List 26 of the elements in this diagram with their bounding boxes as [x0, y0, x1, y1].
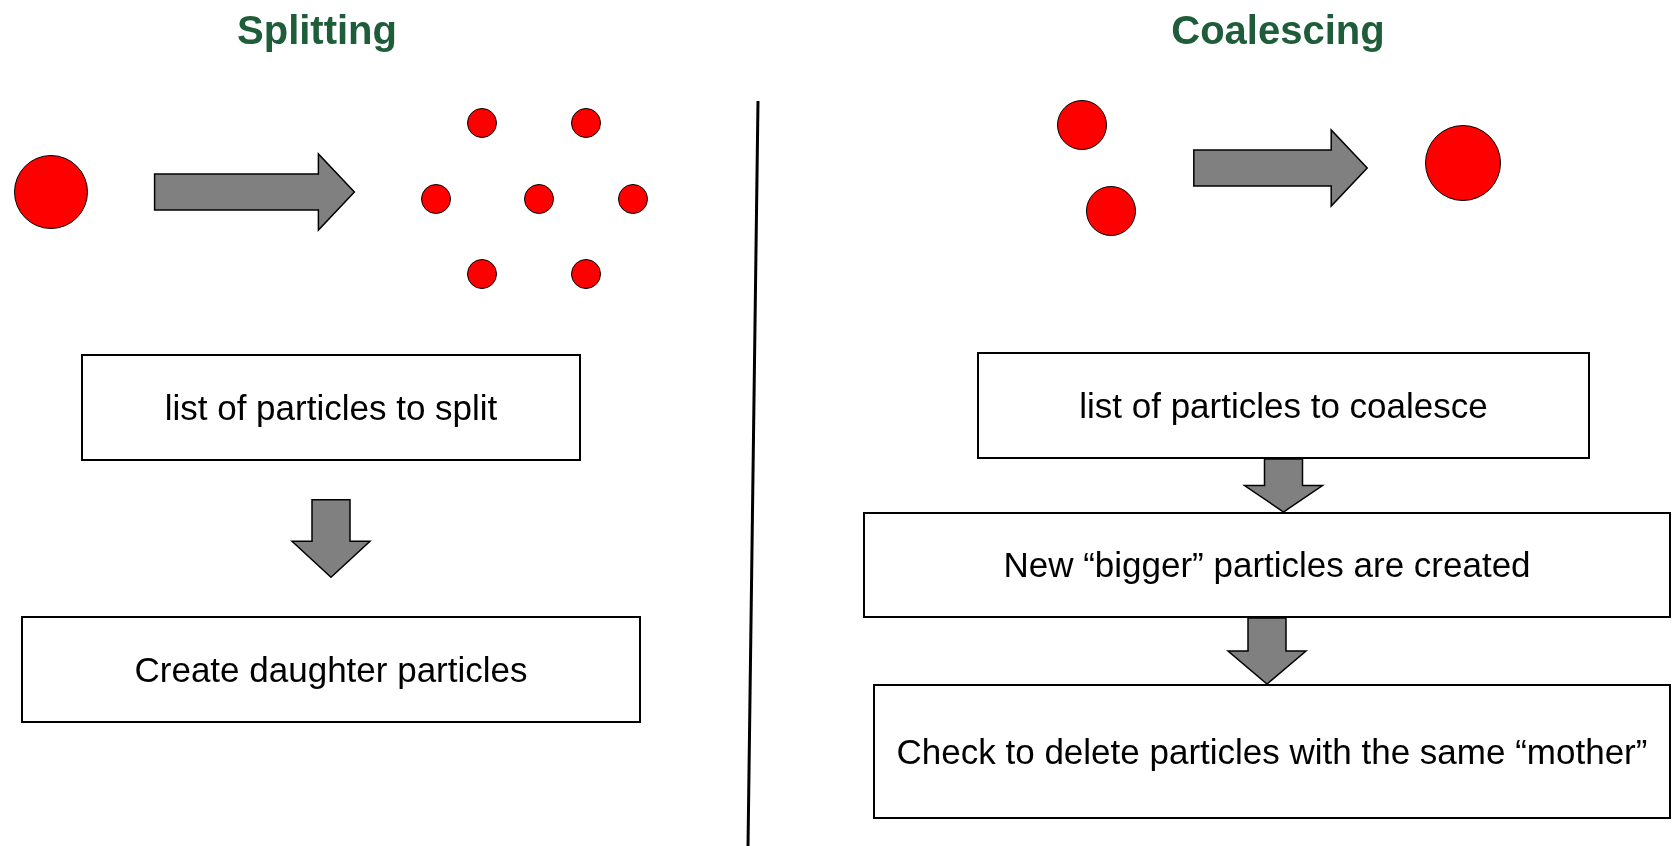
- block-arrow: [153, 152, 356, 232]
- particle-circle: [467, 108, 497, 138]
- section-title: Coalescing: [1171, 8, 1385, 53]
- box-text: New “bigger” particles are created: [1003, 544, 1531, 587]
- process-box: [977, 352, 1590, 459]
- box-text: Check to delete particles with the same “mother”: [896, 730, 1648, 773]
- block-arrow: [1193, 128, 1369, 208]
- process-box: [81, 354, 581, 461]
- block-arrow: [1225, 617, 1309, 685]
- particle-circle: [421, 184, 451, 214]
- particle-circle: [467, 259, 497, 289]
- section-title: Splitting: [237, 8, 397, 53]
- process-box: [863, 512, 1671, 618]
- particle-circle: [571, 259, 601, 289]
- particle-circle: [1086, 186, 1136, 236]
- particle-circle: [571, 108, 601, 138]
- process-box: [873, 684, 1671, 819]
- particle-circle: [524, 184, 554, 214]
- block-arrow: [290, 499, 372, 579]
- block-arrow: [1242, 458, 1325, 513]
- box-text: Create daughter particles: [134, 648, 528, 691]
- particle-circle: [618, 184, 648, 214]
- process-box: [21, 616, 641, 723]
- particle-circle: [1057, 100, 1107, 150]
- box-text: list of particles to coalesce: [1079, 384, 1488, 427]
- box-text: list of particles to split: [164, 386, 498, 429]
